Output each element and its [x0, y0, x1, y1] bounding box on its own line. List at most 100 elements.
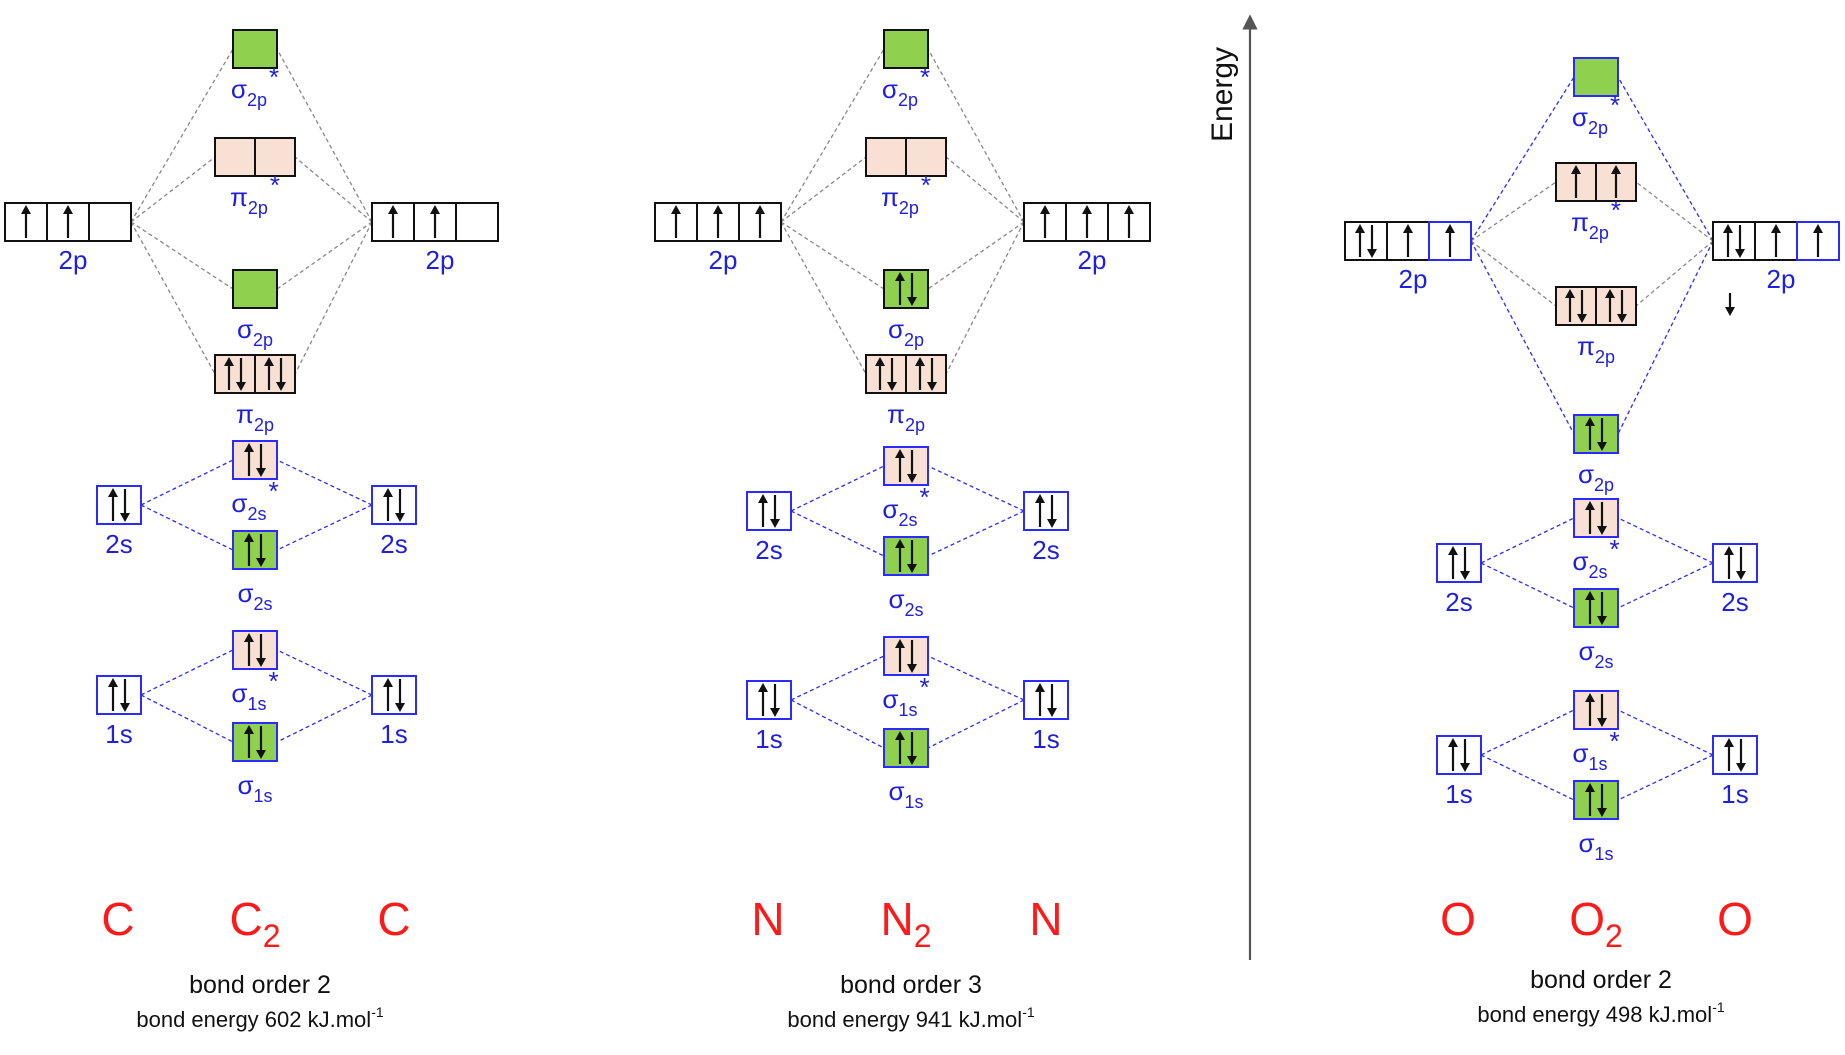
- orbital-box: [1573, 780, 1619, 820]
- orbital-box: [371, 485, 417, 525]
- electron-arrowhead: [1597, 808, 1607, 817]
- atomic-2s-right: [371, 485, 417, 525]
- atomic-2p-right: [1712, 221, 1840, 261]
- pi-2p-label: π2p: [887, 399, 925, 435]
- atomic-1s-left: [746, 680, 792, 720]
- pi-2p-star-label: π2p*: [230, 170, 280, 218]
- electron-arrowhead: [895, 449, 905, 458]
- electron-arrowhead: [1611, 165, 1621, 174]
- electron-arrowhead: [1605, 289, 1615, 298]
- electron-arrowhead: [1460, 571, 1470, 580]
- connector-1s-right: [1617, 709, 1714, 756]
- atomic-1s-left-label: 1s: [1445, 779, 1472, 809]
- atomic-1s-left: [96, 675, 142, 715]
- sigma-2s-star-label: σ2s*: [1572, 534, 1619, 582]
- orbital-boxes: [4, 29, 1840, 820]
- pi-2p-star-box: [214, 137, 296, 177]
- connector-1s-left: [1480, 709, 1575, 756]
- electron-arrowhead: [907, 756, 917, 765]
- atomic-1s-right: [371, 675, 417, 715]
- electron-arrowhead: [256, 750, 266, 759]
- atomic-2p-left: [4, 202, 132, 242]
- orbital-box: [1436, 735, 1482, 775]
- electron-arrowhead: [895, 731, 905, 740]
- bond-energy-caption: bond energy 941 kJ.mol-1: [787, 1004, 1034, 1032]
- connector-2s-right: [276, 459, 373, 506]
- electron-arrowhead: [1585, 501, 1595, 510]
- electron-arrowhead: [430, 205, 440, 214]
- sigma-1s-box: [883, 728, 929, 768]
- electron-arrowhead: [395, 513, 405, 522]
- electron-arrowhead: [755, 205, 765, 214]
- electron-arrowhead: [256, 558, 266, 567]
- connector-1s-right: [276, 649, 373, 696]
- connector-2p-left: [1470, 181, 1557, 242]
- orbital-box: [1712, 735, 1758, 775]
- sigma-2p-box: [1573, 414, 1619, 454]
- orbital-box: [1573, 690, 1619, 730]
- electron-arrowhead: [383, 678, 393, 687]
- orbital-box: [96, 675, 142, 715]
- atom-label-right: N: [1029, 893, 1062, 945]
- electron-arrowhead: [395, 703, 405, 712]
- electron-arrowhead: [1617, 314, 1627, 323]
- energy-axis-label: Energy: [1206, 47, 1239, 142]
- atomic-1s-right: [1023, 680, 1069, 720]
- electron-arrowhead: [1040, 205, 1050, 214]
- connector-2p-left: [1470, 76, 1575, 242]
- electron-arrowhead: [1355, 224, 1365, 233]
- electron-arrowhead: [383, 488, 393, 497]
- atomic-1s-right-label: 1s: [1721, 779, 1748, 809]
- orbital-box: [1573, 498, 1619, 538]
- connector-2p-left: [1470, 240, 1557, 307]
- electron-arrowhead: [713, 205, 723, 214]
- sigma-2p-label: σ2p: [888, 314, 924, 350]
- electron-arrowhead: [1577, 314, 1587, 323]
- orbital-box: [1712, 543, 1758, 583]
- atomic-2s-right-label: 2s: [380, 529, 407, 559]
- electron-arrowhead: [1724, 546, 1734, 555]
- sigma-2s-label: σ2s: [1578, 636, 1613, 672]
- connector-2p-left: [780, 156, 867, 223]
- orbital-box: [865, 354, 907, 394]
- connector-2p-left: [1470, 240, 1575, 435]
- electron-arrowhead: [1736, 763, 1746, 772]
- electron-arrowhead: [1723, 224, 1733, 233]
- sigma-2s-label: σ2s: [237, 578, 272, 614]
- connector-2s-left: [1480, 517, 1575, 564]
- sigma-2s-label: σ2s: [888, 584, 923, 620]
- connector-2p-left: [780, 48, 885, 223]
- sigma-2s-box: [883, 536, 929, 576]
- electron-arrowhead: [1082, 205, 1092, 214]
- electron-arrowhead: [224, 357, 234, 366]
- atomic-2s-right-label: 2s: [1032, 535, 1059, 565]
- sigma-1s-star-label: σ1s*: [231, 666, 278, 714]
- connector-2p-right: [1635, 181, 1714, 242]
- electron-arrowhead: [1771, 224, 1781, 233]
- connector-2p-right: [927, 221, 1025, 290]
- connector-2s-right: [276, 504, 373, 551]
- electron-arrowhead: [256, 468, 266, 477]
- sigma-2s-star-label: σ2s*: [882, 482, 929, 530]
- orbital-box: [883, 636, 929, 676]
- orbital-box: [883, 536, 929, 576]
- orbital-box: [1023, 680, 1069, 720]
- atomic-1s-right: [1712, 735, 1758, 775]
- connector-2p-left: [130, 156, 216, 223]
- pi-2p-label: π2p: [1577, 331, 1615, 367]
- electron-arrowhead: [1124, 205, 1134, 214]
- connector-2s-right: [1617, 517, 1714, 564]
- connector-2p-right: [1617, 240, 1714, 435]
- electron-arrowhead: [1047, 519, 1057, 528]
- connector-2p-left: [780, 221, 867, 375]
- atomic-2p-right-label: 2p: [1767, 264, 1796, 294]
- atomic-2p-right-label: 2p: [1078, 245, 1107, 275]
- sigma-1s-star-label: σ1s*: [1572, 726, 1619, 774]
- electron-arrowhead: [1725, 307, 1735, 316]
- electron-arrowhead: [1735, 249, 1745, 258]
- sigma-2p-star-box: [883, 29, 929, 69]
- connector-2p-right: [945, 221, 1025, 375]
- connector-2s-right: [927, 465, 1025, 512]
